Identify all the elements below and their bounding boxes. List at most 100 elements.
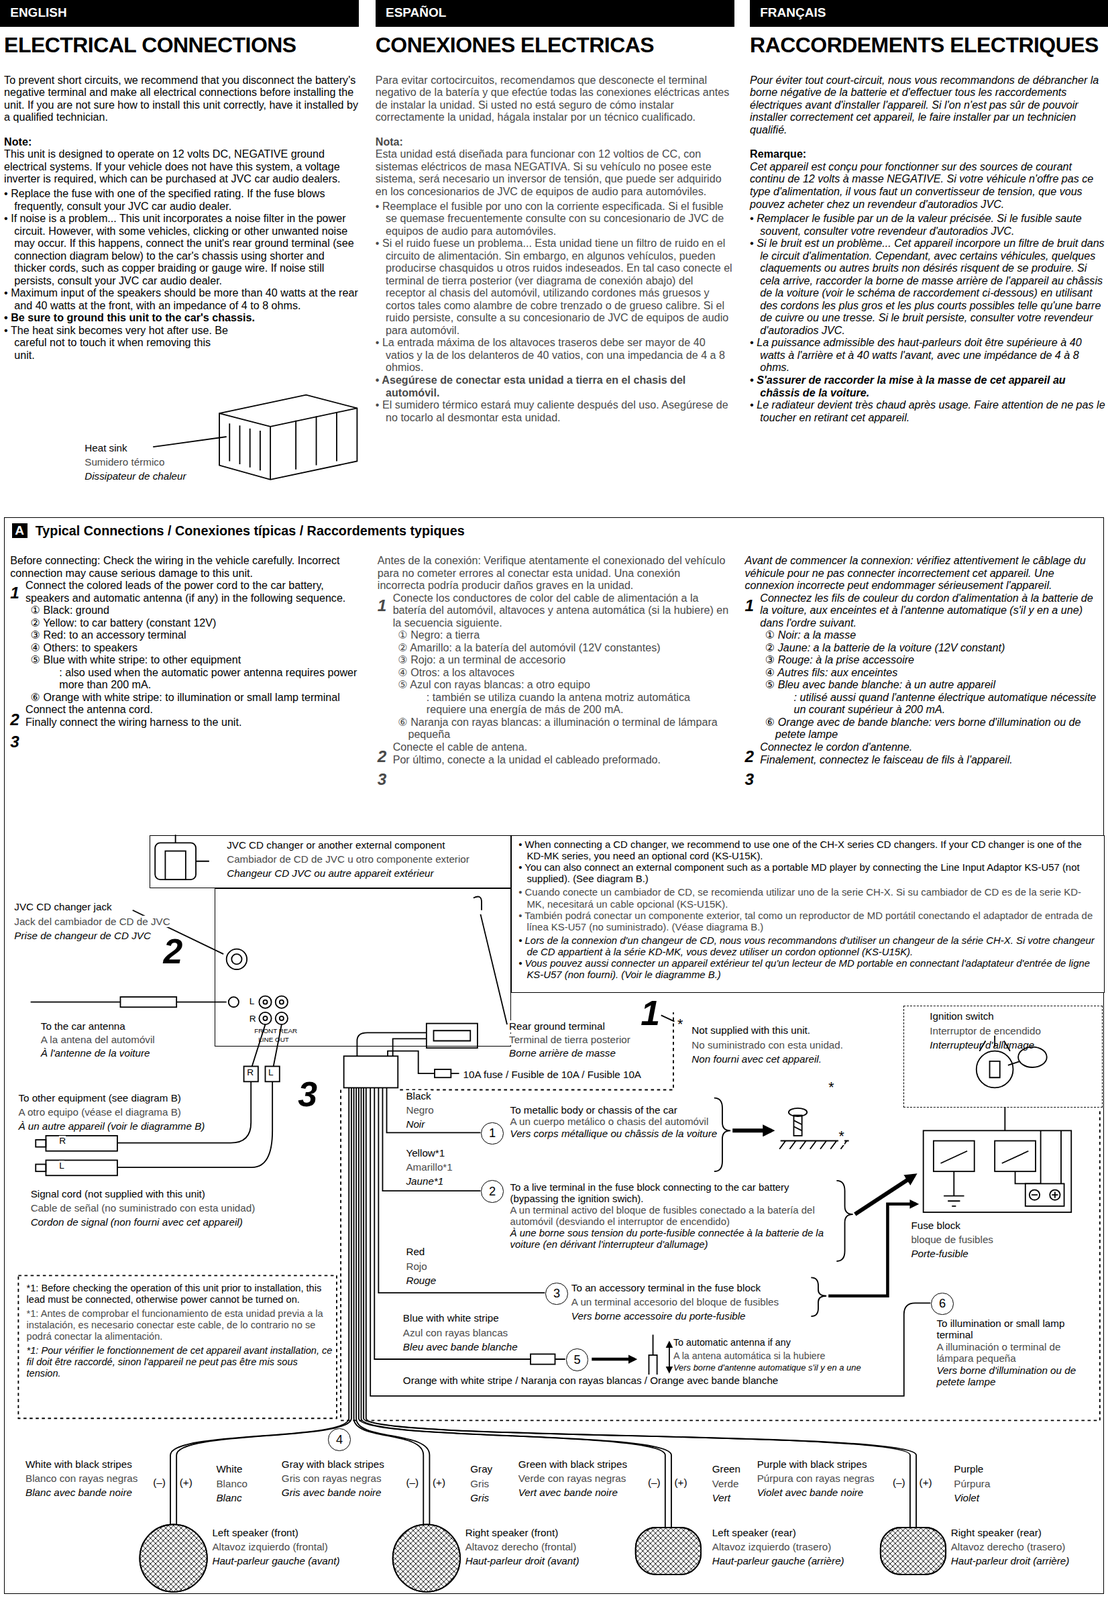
- label: (+): [432, 1476, 446, 1488]
- drawing-stroke: [175, 834, 210, 862]
- text-block: : also used when the automatic power ant…: [59, 666, 363, 691]
- text-block: • Asegúrese de conectar esta unidad a ti…: [375, 373, 733, 399]
- node-text: FRANÇAIS: [759, 5, 826, 21]
- text-block: Conecte el cable de antena.: [393, 740, 730, 754]
- drawing-stroke: [880, 1527, 946, 1575]
- outlined-box: JVC CD changer or another external compo…: [149, 835, 512, 889]
- label: Fuse block: [910, 1219, 961, 1231]
- label: Rear ground terminal: [509, 1020, 605, 1032]
- callout-digit: 5: [573, 1353, 581, 1366]
- label: Dissipateur de chaleur: [84, 470, 186, 482]
- text-block: ③ Rojo: a un terminal de accesorio: [397, 653, 730, 667]
- label: 10A fuse / Fusible de 10A / Fusible 10A: [463, 1068, 642, 1080]
- step-number: 3: [377, 771, 394, 788]
- drawing-stroke: [793, 1120, 802, 1131]
- node-text: • También podrá conectar un componente e…: [518, 910, 1097, 933]
- text-block: Conecte los conductores de color del cab…: [393, 591, 730, 630]
- node-text: Cambiador de CD de JVC u otro componente…: [226, 853, 470, 865]
- label: Black: [405, 1089, 431, 1102]
- text-block: To a live terminal in the fuse block con…: [510, 1181, 827, 1205]
- label: Jaune*1: [405, 1175, 444, 1187]
- text-block: To metallic body or chassis of the car: [510, 1103, 720, 1116]
- text-column: Before connecting: Check the wiring in t…: [10, 554, 363, 750]
- drawing-stroke: [933, 1140, 975, 1172]
- label: Verde con rayas negras: [518, 1472, 627, 1484]
- label: (–): [647, 1476, 661, 1488]
- drawing-stroke: [668, 1342, 671, 1372]
- label: Bleu avec bande blanche: [403, 1340, 518, 1353]
- text-block: • El sumidero térmico estará muy calient…: [375, 398, 733, 424]
- outlined-box: • When connecting a CD changer, we recom…: [511, 835, 1105, 992]
- text-column: To metallic body or chassis of the carA …: [510, 1103, 720, 1139]
- label: Jack del cambiador de CD de JVC: [14, 915, 170, 927]
- node-text: JVC CD changer or another external compo…: [226, 839, 445, 851]
- text-block: ⑥ Naranja con rayas blancas: a illuminac…: [397, 715, 730, 741]
- text-block: Esta unidad está diseñada para funcionar…: [375, 147, 733, 198]
- label: bloque de fusibles: [910, 1233, 994, 1245]
- label: R: [246, 1067, 254, 1078]
- drawing-stroke: [219, 407, 357, 479]
- label: Blanco con rayas negras: [25, 1472, 138, 1484]
- drawing-stroke: [18, 1275, 337, 1418]
- text-block: • Si le bruit est un problème... Cet app…: [749, 236, 1107, 337]
- label: À un autre appareil (voir le diagramme B…: [18, 1120, 205, 1132]
- drawing-stroke: [139, 1523, 207, 1591]
- drawing-stroke: [279, 1016, 284, 1021]
- text-block: Connectez les fils de couleur du cordon …: [759, 591, 1102, 630]
- label: (–): [405, 1476, 419, 1488]
- label: Non fourni avec cet appareil.: [691, 1053, 822, 1065]
- label: Sumidero térmico: [84, 456, 165, 468]
- text-block: • Si el ruido fuese un problema... Esta …: [375, 236, 733, 337]
- node-text: • Vous pouvez aussi connecter un apparei…: [518, 957, 1097, 981]
- label: Cordon de signal (non fourni avec cet ap…: [30, 1215, 243, 1228]
- label: Amarillo*1: [405, 1160, 453, 1173]
- text-block: À une borne sous tension du porte-fusibl…: [510, 1227, 827, 1251]
- antenna-cord: [30, 996, 227, 1007]
- callout-number: 2: [480, 1179, 504, 1202]
- drawing-stroke: [433, 1030, 471, 1041]
- text-column: Para evitar cortocircuitos, recomendamos…: [375, 73, 733, 424]
- label: To the car antenna: [40, 1020, 126, 1032]
- label: A otro equipo (véase el diagrama B): [18, 1105, 182, 1118]
- text-block: Remarque:: [749, 147, 1107, 161]
- text-block: ⑤ Blue with white stripe: to other equip…: [30, 653, 363, 667]
- text-block: Connect the antenna cord.: [25, 702, 363, 716]
- callout-number: 6: [930, 1292, 954, 1315]
- text-block: A un cuerpo metálico o chasis del automó…: [510, 1115, 720, 1127]
- text-block: ④ Otros: a los altavoces: [397, 666, 730, 679]
- node-text: • Cuando conecte un cambiador de CD, se …: [518, 886, 1097, 910]
- label: Gris avec bande noire: [281, 1486, 382, 1498]
- text-block: ① Noir: a la masse: [765, 628, 1102, 642]
- text-block: ① Negro: a tierra: [397, 628, 730, 642]
- callout-number: 4: [327, 1427, 351, 1451]
- label: Prise de changeur de CD JVC: [14, 929, 151, 941]
- callout-digit: 1: [488, 1126, 496, 1139]
- label: 3: [297, 1077, 318, 1113]
- label: Haut-parleur gauche (arrière): [712, 1554, 845, 1567]
- drawing-stroke: [45, 1135, 117, 1151]
- drawing-stroke: [228, 996, 239, 1007]
- language-band: ENGLISH: [0, 0, 359, 27]
- text-column: To a live terminal in the fuse block con…: [510, 1181, 827, 1251]
- step-number: 1: [10, 584, 26, 601]
- drawing-stroke: [258, 1012, 271, 1025]
- label: (+): [674, 1476, 688, 1488]
- drawing-stroke: [386, 1087, 481, 1133]
- text-column: To illumination or small lamp terminalA …: [936, 1317, 1100, 1388]
- drawing-stroke: [480, 914, 508, 1025]
- text-block: ⑥ Orange with white stripe: to illuminat…: [30, 690, 363, 704]
- text-block: To illumination or small lamp terminal: [936, 1317, 1100, 1341]
- label: Vert avec bande noire: [518, 1486, 618, 1498]
- label: Haut-parleur gauche (avant): [211, 1554, 340, 1567]
- node-text: ENGLISH: [10, 5, 67, 21]
- text-block: ③ Red: to an accessory terminal: [30, 628, 363, 642]
- text-block: Note:: [4, 135, 359, 149]
- label: A la antena del automóvil: [40, 1033, 155, 1045]
- text-block: • Reemplace el fusible por uno con la co…: [375, 199, 733, 238]
- label: Blanc avec bande noire: [25, 1486, 133, 1498]
- callout-number: 3: [545, 1282, 568, 1305]
- label: Blue with white stripe: [403, 1311, 500, 1324]
- text-block: *1: Antes de comprobar el funcionamiento…: [26, 1307, 333, 1342]
- drawing-stroke: [363, 1087, 911, 1528]
- label: Purple with black stripes: [757, 1458, 868, 1470]
